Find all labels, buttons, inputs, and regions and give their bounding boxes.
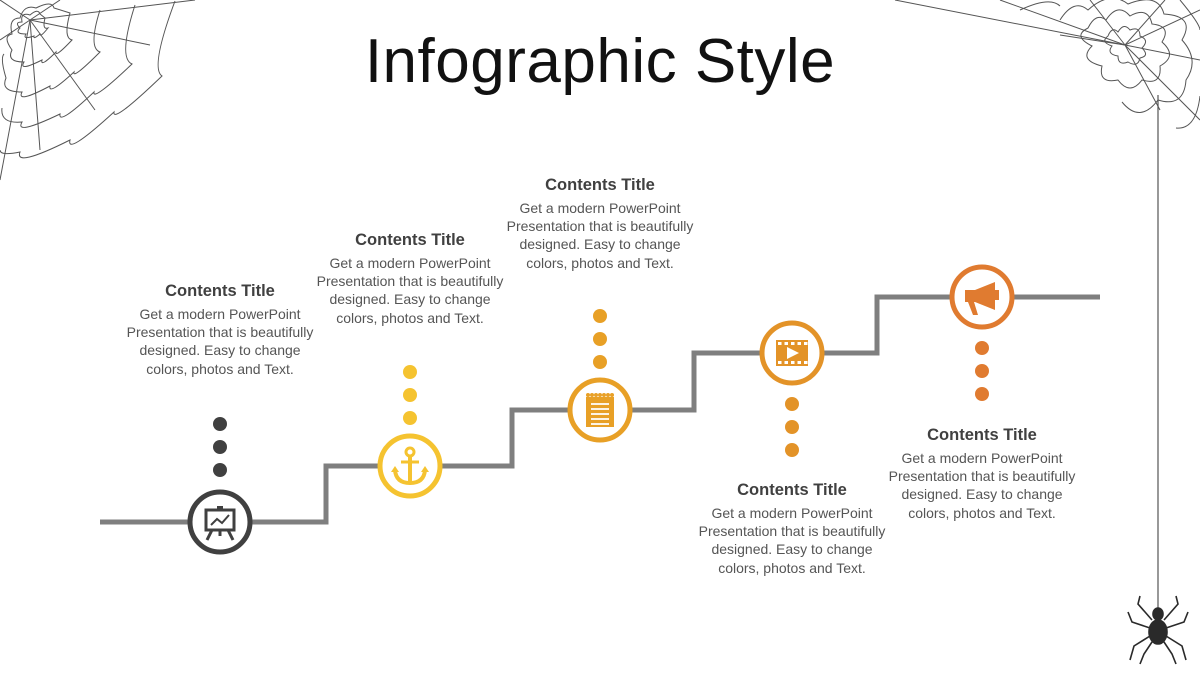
step-dot bbox=[593, 309, 607, 323]
step-body: Get a modern PowerPoint Presentation tha… bbox=[126, 306, 314, 377]
notepad-icon bbox=[586, 393, 614, 427]
step-dot bbox=[213, 463, 227, 477]
step-title: Contents Title bbox=[165, 282, 275, 300]
step-dot bbox=[975, 387, 989, 401]
anchor-icon bbox=[391, 446, 429, 486]
step-node-2 bbox=[377, 365, 443, 499]
step-dot bbox=[403, 388, 417, 402]
megaphone-icon bbox=[965, 282, 999, 315]
step-node-1 bbox=[187, 417, 253, 555]
step-dot bbox=[975, 364, 989, 378]
step-body: Get a modern PowerPoint Presentation tha… bbox=[316, 255, 504, 326]
step-body: Get a modern PowerPoint Presentation tha… bbox=[506, 200, 694, 271]
step-dot bbox=[213, 417, 227, 431]
step-node-5 bbox=[949, 264, 1015, 401]
step-dot bbox=[403, 411, 417, 425]
step-dot bbox=[213, 440, 227, 454]
step-dot bbox=[593, 332, 607, 346]
step-body: Get a modern PowerPoint Presentation tha… bbox=[698, 505, 886, 576]
step-title: Contents Title bbox=[545, 176, 655, 194]
step-title: Contents Title bbox=[737, 481, 847, 499]
presentation-board-icon bbox=[204, 506, 236, 541]
step-dot bbox=[593, 355, 607, 369]
spider-icon bbox=[1127, 595, 1189, 665]
step-dot bbox=[975, 341, 989, 355]
step-dot bbox=[785, 443, 799, 457]
step-title: Contents Title bbox=[355, 231, 465, 249]
step-node-3 bbox=[567, 309, 633, 443]
step-dot bbox=[785, 397, 799, 411]
step-title: Contents Title bbox=[927, 426, 1037, 444]
step-body: Get a modern PowerPoint Presentation tha… bbox=[888, 450, 1076, 521]
step-dot bbox=[785, 420, 799, 434]
page-title: Infographic Style bbox=[364, 27, 836, 96]
spider-web-icon bbox=[0, 0, 196, 181]
step-dot bbox=[403, 365, 417, 379]
video-play-icon bbox=[776, 340, 808, 366]
spider-web-icon bbox=[894, 0, 1200, 608]
step-node-4 bbox=[759, 320, 825, 457]
